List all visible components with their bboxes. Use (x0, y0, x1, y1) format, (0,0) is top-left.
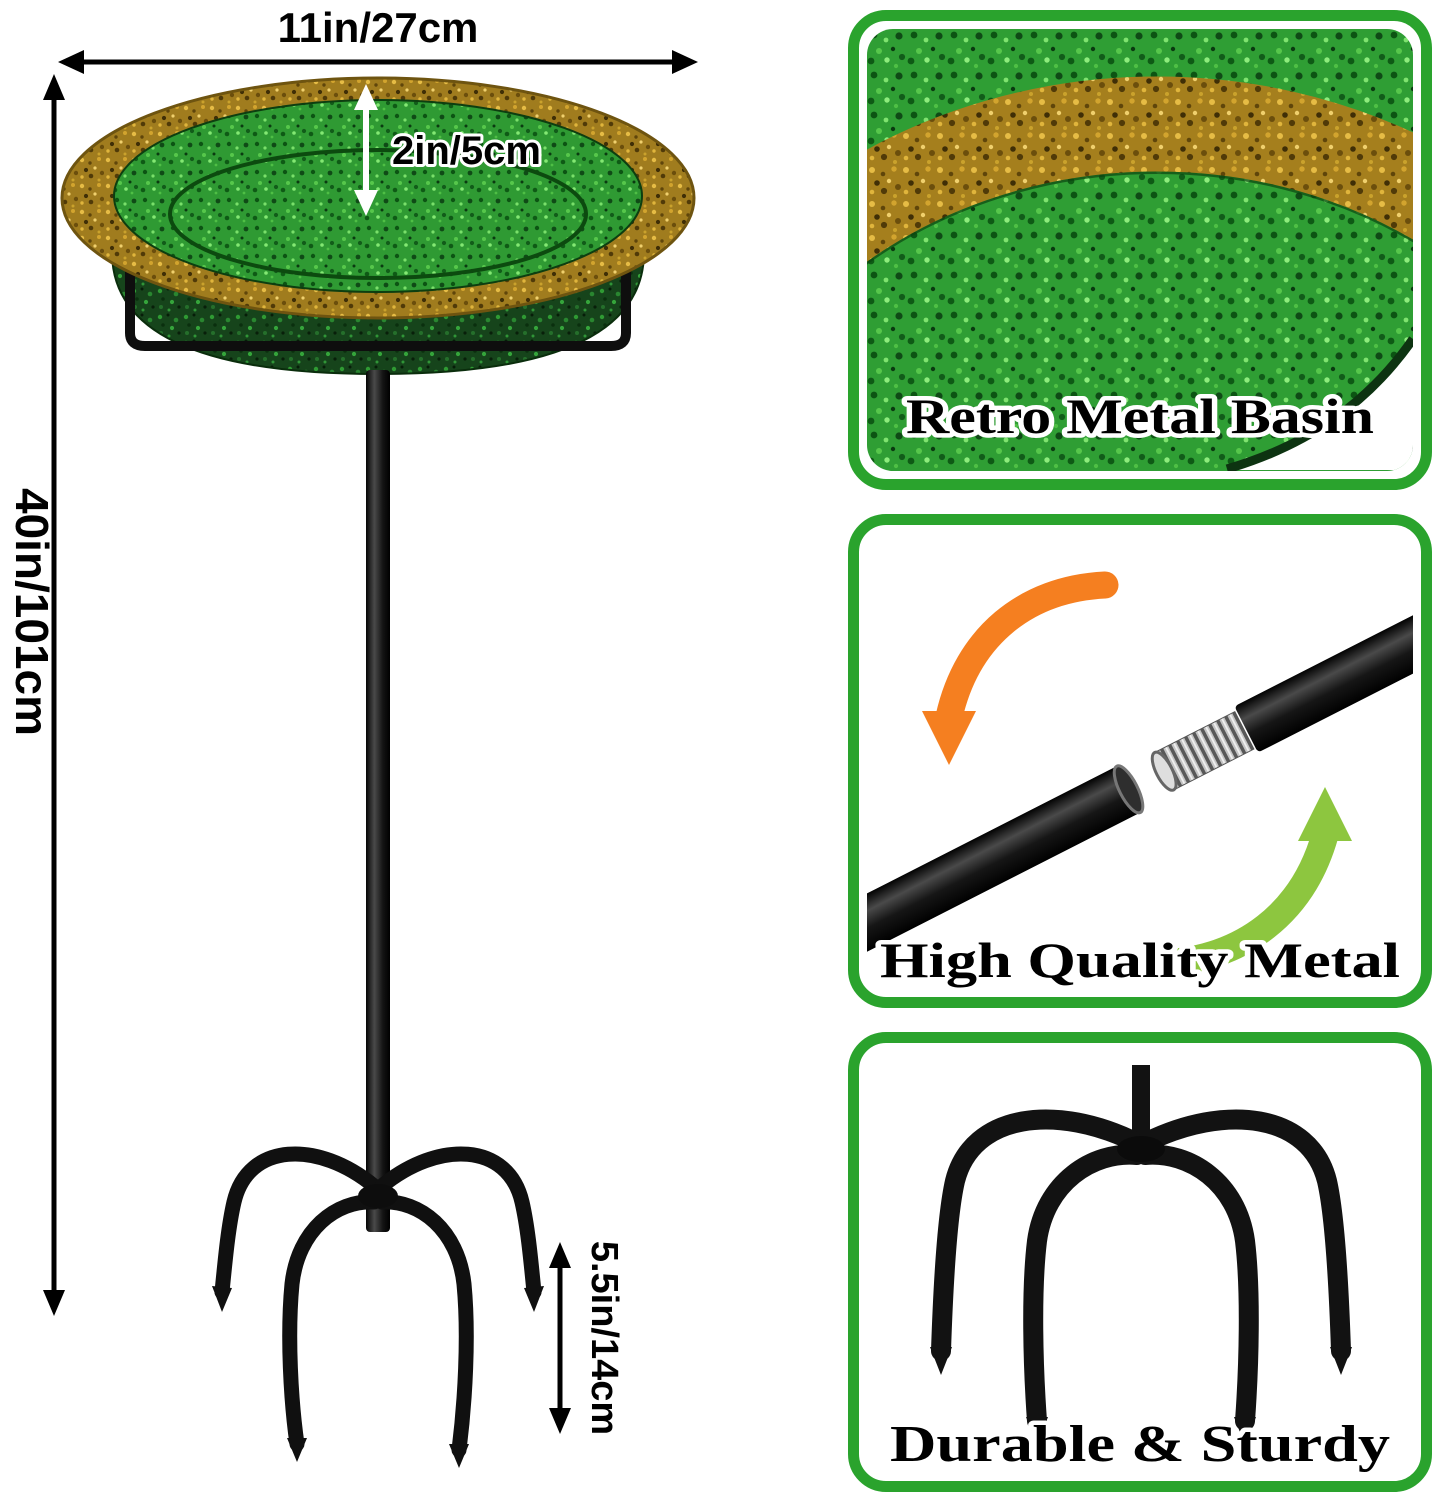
rotation-arrow-green (1149, 787, 1352, 977)
feature-panel-label: Retro Metal Basin (906, 388, 1374, 444)
stake-prongs-image: Durable & Sturdy (867, 1051, 1413, 1473)
product-diagram: 11in/27cm 40in/101cm 2in/5cm (6, 4, 698, 1468)
basin-bracket (125, 245, 631, 351)
feature-panel-high-quality-metal: High Quality Metal (848, 514, 1432, 1008)
basin-closeup-rim (867, 76, 1413, 262)
stake-depth-arrow (549, 1242, 571, 1434)
feature-panels: Retro Metal Basin (848, 0, 1432, 1500)
feature-panel-label: Durable & Sturdy (890, 1416, 1390, 1473)
stake-prongs-art: Durable & Sturdy (867, 1051, 1413, 1473)
feature-panel-durable-sturdy: Durable & Sturdy (848, 1032, 1432, 1492)
feature-panel-label: High Quality Metal (880, 932, 1400, 988)
basin-depth-arrow (354, 84, 378, 216)
bird-bath-basin (60, 76, 696, 376)
basin-closeup-image: Retro Metal Basin (867, 29, 1413, 471)
pole-connection (867, 553, 1413, 957)
width-dimension-arrow (58, 50, 698, 74)
threaded-pole-image: High Quality Metal (867, 533, 1413, 989)
feature-panel-retro-metal-basin: Retro Metal Basin (848, 10, 1432, 490)
basin-depth-label: 2in/5cm (392, 129, 541, 173)
basin-closeup-art: Retro Metal Basin (867, 29, 1413, 471)
basin-inner-bottom (168, 148, 588, 280)
width-dimension-label: 11in/27cm (278, 4, 479, 51)
height-dimension-arrow (43, 74, 65, 1316)
stake-claw (930, 1065, 1352, 1445)
stand-pole (366, 370, 390, 1232)
stake-depth-label: 5.5in/14cm (583, 1241, 625, 1435)
ground-stake-prongs (212, 1146, 544, 1468)
pole-connection-art: High Quality Metal (867, 533, 1413, 989)
height-dimension-label: 40in/101cm (6, 488, 58, 736)
rotation-arrow-orange (922, 571, 1119, 765)
